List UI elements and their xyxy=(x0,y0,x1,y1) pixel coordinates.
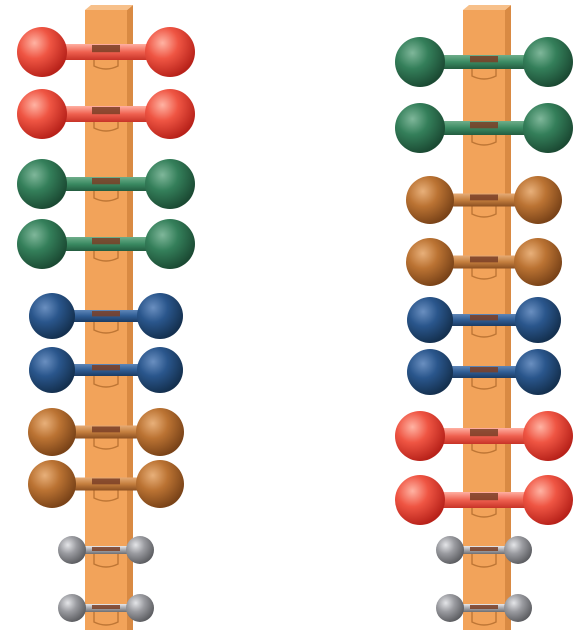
dumbbell-weight xyxy=(436,536,464,564)
dumbbell-weight xyxy=(17,219,67,269)
dumbbell-weight xyxy=(395,411,445,461)
dumbbell-weight xyxy=(136,460,184,508)
dumbbell-weight xyxy=(145,219,195,269)
rack-clip xyxy=(92,45,120,52)
dumbbell-weight xyxy=(17,27,67,77)
rack-clip xyxy=(92,547,120,551)
rack-clip xyxy=(92,605,120,609)
rack-clip xyxy=(470,429,498,436)
dumbbell-weight xyxy=(137,293,183,339)
dumbbell-weight xyxy=(514,176,562,224)
dumbbell-weight xyxy=(145,159,195,209)
dumbbell-weight xyxy=(145,27,195,77)
rack-clip xyxy=(470,367,498,372)
dumbbell-weight xyxy=(407,297,453,343)
rack-pole-top xyxy=(463,5,511,10)
dumbbell-weight xyxy=(17,89,67,139)
dumbbell-weight xyxy=(145,89,195,139)
dumbbell-weight xyxy=(137,347,183,393)
dumbbell-weight xyxy=(406,238,454,286)
dumbbell-weight xyxy=(126,594,154,622)
dumbbell-weight xyxy=(523,475,573,525)
rack-clip xyxy=(92,365,120,370)
dumbbell-weight xyxy=(504,536,532,564)
rack-clip xyxy=(92,107,120,114)
rack-clip xyxy=(92,238,120,244)
rack-clip xyxy=(470,493,498,500)
rack-clip xyxy=(470,547,498,551)
right-rack xyxy=(395,5,573,630)
rack-clip xyxy=(470,195,498,201)
dumbbell-weight xyxy=(523,411,573,461)
rack-clip xyxy=(92,311,120,316)
rack-clip xyxy=(470,122,498,128)
dumbbell-weight xyxy=(515,297,561,343)
rack-pole-top xyxy=(85,5,133,10)
dumbbell-weight xyxy=(406,176,454,224)
dumbbell-weight xyxy=(29,293,75,339)
rack-clip xyxy=(470,315,498,320)
dumbbell-weight xyxy=(523,103,573,153)
dumbbell-weight xyxy=(58,536,86,564)
dumbbell-weight xyxy=(395,37,445,87)
dumbbell-weight xyxy=(514,238,562,286)
dumbbell-weight xyxy=(395,103,445,153)
dumbbell-weight xyxy=(28,460,76,508)
dumbbell-weight xyxy=(515,349,561,395)
dumbbell-weight xyxy=(126,536,154,564)
rack-clip xyxy=(92,178,120,184)
left-rack xyxy=(17,5,195,630)
dumbbell-weight xyxy=(29,347,75,393)
rack-clip xyxy=(92,479,120,485)
dumbbell-weight xyxy=(523,37,573,87)
dumbbell-weight xyxy=(28,408,76,456)
dumbbell-weight xyxy=(17,159,67,209)
rack-clip xyxy=(92,427,120,433)
rack-clip xyxy=(470,605,498,609)
dumbbell-weight xyxy=(436,594,464,622)
rack-clip xyxy=(470,56,498,62)
dumbbell-weight xyxy=(407,349,453,395)
dumbbell-weight xyxy=(136,408,184,456)
dumbbell-weight xyxy=(504,594,532,622)
dumbbell-weight xyxy=(58,594,86,622)
dumbbell-weight xyxy=(395,475,445,525)
rack-clip xyxy=(470,257,498,263)
